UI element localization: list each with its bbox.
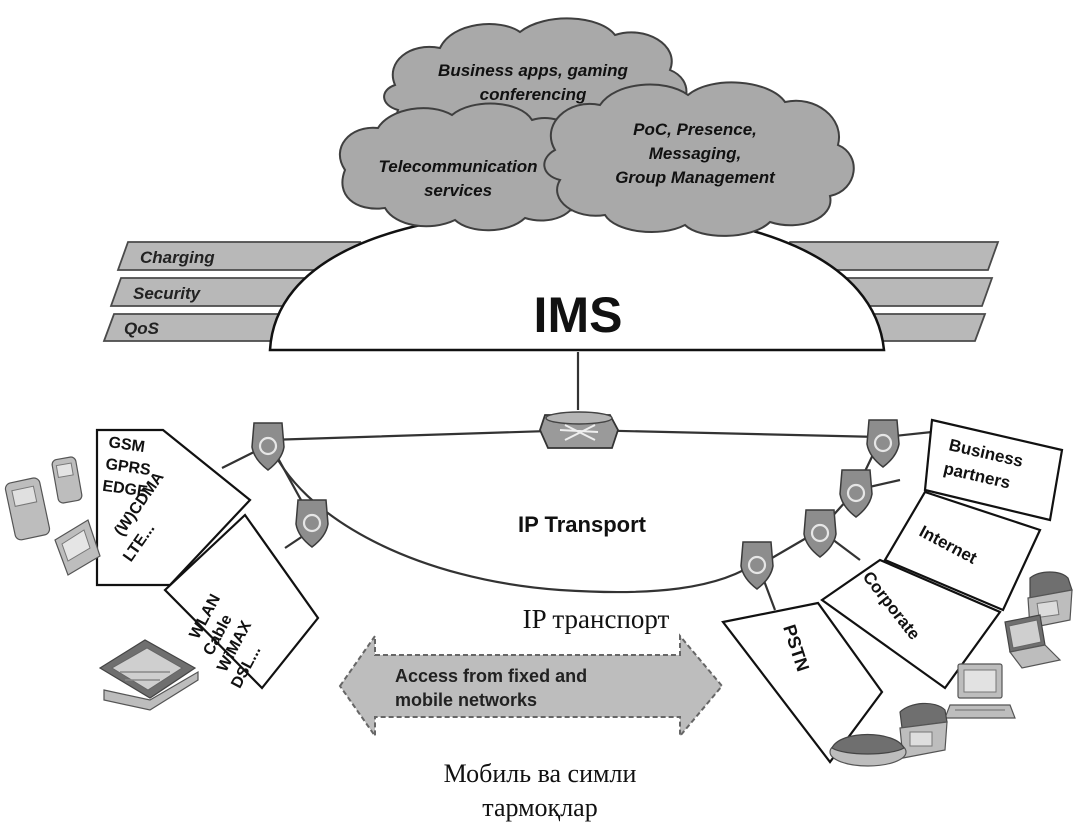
ip-transport-label: IP Transport <box>518 512 647 537</box>
corporate-box: Corporate <box>820 558 1002 690</box>
cloud-telecom-services: Telecommunication services <box>338 102 595 232</box>
laptop-icon <box>98 639 199 711</box>
qos-label: QoS <box>124 319 160 338</box>
laptop-icon <box>1004 614 1062 669</box>
shield-gateway-icon <box>803 509 837 558</box>
pstn-box: PSTN <box>721 601 884 764</box>
shield-gateway-icon <box>295 499 329 548</box>
ip-transport-label-uz: IP транспорт <box>523 604 670 634</box>
cloud-right-line-2: Messaging, <box>649 144 742 163</box>
mobile-phone-icon <box>4 456 83 541</box>
access-arrow-line-1: Access from fixed and <box>395 666 587 686</box>
cloud-left-line-2: services <box>424 181 492 200</box>
caption-line-1: Мобиль ва симли <box>444 759 637 788</box>
shield-gateway-icon <box>740 541 774 590</box>
router-icon <box>539 411 619 449</box>
mobile-net-edge: EDGE <box>101 478 149 501</box>
shield-gateway-icon <box>839 469 873 518</box>
mobile-access-box: GSM GPRS EDGE (W)CDMA LTE... <box>95 428 252 587</box>
shield-gateway-icon <box>866 419 900 468</box>
security-label: Security <box>133 284 202 303</box>
cloud-poc-presence: PoC, Presence, Messaging, Group Manageme… <box>543 81 855 237</box>
shield-gateway-icon <box>251 422 285 471</box>
internet-box: Internet <box>883 490 1042 612</box>
ring-lower-arc <box>266 439 761 594</box>
mobile-net-gprs: GPRS <box>104 456 152 479</box>
access-arrow-line-2: mobile networks <box>395 690 537 710</box>
business-partners-box: Business partners <box>923 418 1064 522</box>
desk-phone-icon <box>829 733 907 767</box>
ims-label: IMS <box>534 287 623 343</box>
cloud-top-line-1: Business apps, gaming <box>438 61 628 80</box>
cloud-top-line-2: conferencing <box>480 85 587 104</box>
cloud-left-line-1: Telecommunication <box>378 157 537 176</box>
mobile-phone-icon <box>54 519 101 576</box>
desktop-computer-icon <box>944 663 1016 719</box>
mobile-net-gsm: GSM <box>107 434 145 456</box>
cloud-right-line-3: Group Management <box>615 168 776 187</box>
charging-label: Charging <box>140 248 215 267</box>
desk-phone-icon <box>899 702 948 759</box>
caption-line-2: тармоқлар <box>482 793 597 822</box>
cloud-right-line-1: PoC, Presence, <box>633 120 757 139</box>
access-arrow: Access from fixed and mobile networks <box>338 632 724 740</box>
